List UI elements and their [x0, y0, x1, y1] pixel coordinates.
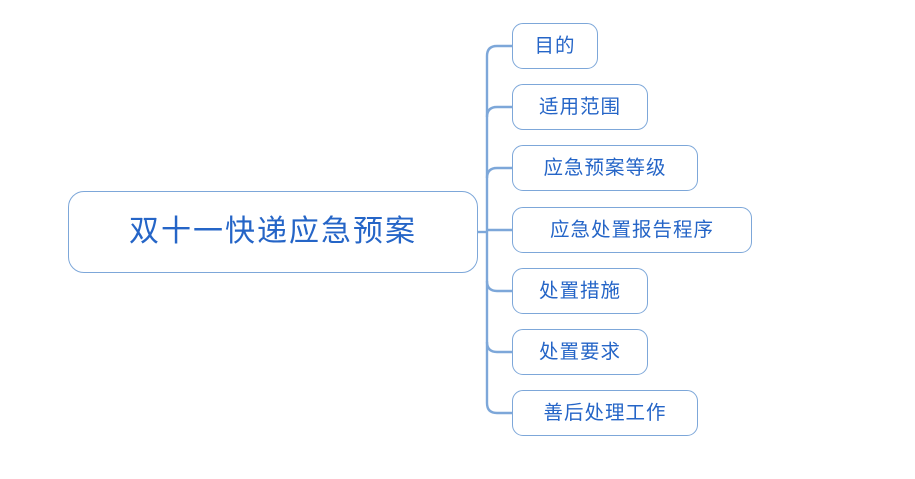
connector-branch-1 [485, 44, 512, 57]
mind-map-child-node-6[interactable]: 处置要求 [512, 329, 648, 375]
mind-map-root-node[interactable]: 双十一快递应急预案 [68, 191, 478, 273]
connector-branch-2 [485, 105, 512, 118]
child-node-label-6: 处置要求 [538, 340, 621, 364]
mind-map-child-node-5[interactable]: 处置措施 [512, 268, 648, 314]
root-node-label: 双十一快递应急预案 [129, 214, 417, 249]
connector-branch-5 [485, 280, 512, 293]
child-node-label-3: 应急预案等级 [543, 156, 667, 180]
child-node-label-5: 处置措施 [538, 279, 621, 303]
connector-branch-3 [485, 166, 512, 179]
mind-map-child-node-1[interactable]: 目的 [512, 23, 598, 69]
child-node-label-4: 应急处置报告程序 [549, 218, 714, 242]
connector-branch-6 [485, 341, 512, 354]
child-node-label-1: 目的 [534, 34, 576, 58]
mind-map-child-node-3[interactable]: 应急预案等级 [512, 145, 698, 191]
mind-map-child-node-7[interactable]: 善后处理工作 [512, 390, 698, 436]
child-node-label-2: 适用范围 [538, 95, 621, 119]
mind-map-child-node-4[interactable]: 应急处置报告程序 [512, 207, 752, 253]
mind-map-child-node-2[interactable]: 适用范围 [512, 84, 648, 130]
child-node-label-7: 善后处理工作 [543, 401, 667, 425]
connector-branch-7 [485, 402, 512, 415]
